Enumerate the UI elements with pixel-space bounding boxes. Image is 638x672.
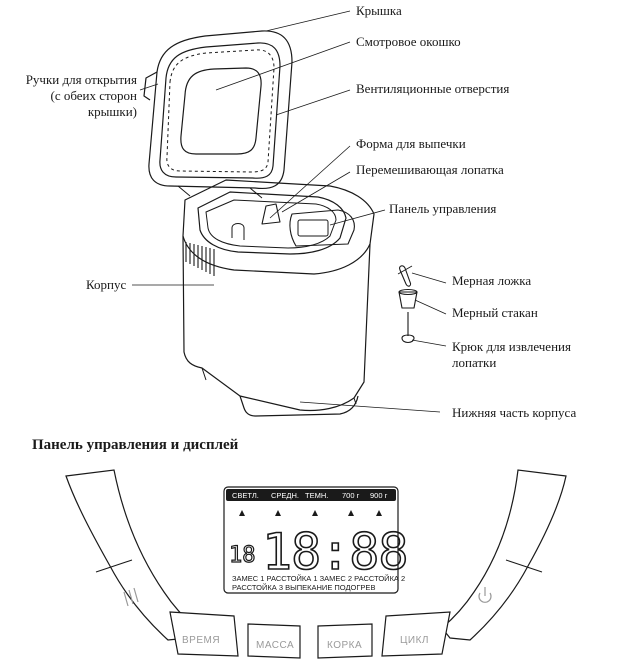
weight-button[interactable]: МАССА [247,623,301,659]
viewing-window [180,67,262,155]
lcd-weight-900: 900 г [370,491,388,500]
crust-button-label: КОРКА [327,640,362,651]
lcd-crust-dark: ТЕМН. [305,491,328,500]
measuring-cup [398,291,418,309]
callout-hook-line1: Крюк для извлечения [452,339,571,354]
body [182,179,375,417]
callout-handles-line2: (с обеих сторон [50,88,137,103]
mixing-paddle [261,203,281,225]
baking-pan [205,199,337,249]
cycle-button-label: ЦИКЛ [400,635,429,646]
indicator-arrow [312,510,318,516]
lcd-stages-line2: РАССТОЙКА 3 ВЫПЕКАНИЕ ПОДОГРЕВ [232,583,375,592]
time-button[interactable]: ВРЕМЯ [169,611,239,657]
indicator-arrow [348,510,354,516]
indicator-arrow [239,510,245,516]
lid-handle [143,71,158,101]
right-arc-key[interactable] [441,469,567,641]
menu-icon[interactable] [123,587,139,607]
cycle-button[interactable]: ЦИКЛ [381,611,451,657]
callout-paddle: Перемешивающая лопатка [356,162,504,177]
power-icon[interactable] [478,587,492,603]
callout-hook-line2: лопатки [452,355,497,370]
crust-button[interactable]: КОРКА [317,623,373,659]
accessories [397,265,418,344]
side-vents [185,242,215,276]
callout-window: Смотровое окошко [356,34,461,49]
panel-section-title: Панель управления и дисплей [32,437,239,453]
lcd-stages-line1: ЗАМЕС 1 РАССТОЙКА 1 ЗАМЕС 2 РАССТОЙКА 2 [232,574,405,583]
indicator-arrow [376,510,382,516]
leader-lines [132,10,447,413]
callout-spoon: Мерная ложка [452,273,532,288]
callout-handles-line1: Ручки для открытия [25,72,137,87]
indicator-arrow [275,510,281,516]
time-button-label: ВРЕМЯ [182,635,220,646]
measuring-spoon [399,265,412,287]
lcd-program-number: 18 [229,543,256,568]
callout-cup: Мерный стакан [452,305,538,320]
lcd-display: СВЕТЛ. СРЕДН. ТЕМН. 700 г 900 г 18 18:88… [223,486,409,594]
callout-bottom: Нижняя часть корпуса [452,405,577,420]
lid [143,30,293,190]
callout-control-panel: Панель управления [389,201,497,216]
lcd-crust-light: СВЕТЛ. [232,491,259,500]
callout-lid: Крышка [356,3,402,18]
callout-vents: Вентиляционные отверстия [356,81,510,96]
callout-housing: Корпус [86,277,127,292]
lcd-crust-medium: СРЕДН. [271,491,299,500]
top-control-panel [289,209,355,247]
bread-maker-illustration [143,30,418,417]
body-bottom [239,395,359,417]
control-panel: ВРЕМЯ МАССА КОРКА ЦИКЛ СВЕТЛ. СРЕДН. ТЕМ… [65,469,567,659]
callout-handles-line3: крышки) [87,104,137,119]
indicator-arrows [239,510,382,516]
callout-pan: Форма для выпечки [356,136,466,151]
weight-button-label: МАССА [256,640,294,651]
lcd-time: 18:88 [262,523,408,581]
paddle-hook [401,312,415,344]
lcd-weight-700: 700 г [342,491,360,500]
